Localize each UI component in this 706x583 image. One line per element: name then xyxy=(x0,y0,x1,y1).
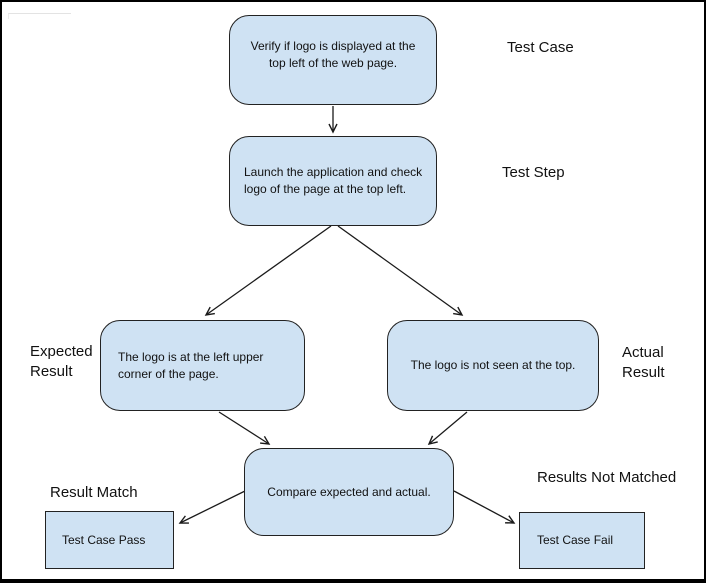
arrow-compare-to-pass xyxy=(178,490,246,524)
node-test-step: Launch the application and check logo of… xyxy=(229,136,437,226)
arrow-compare-to-fail xyxy=(453,490,516,524)
label-test-case: Test Case xyxy=(507,39,574,56)
node-compare-text: Compare expected and actual. xyxy=(267,484,431,499)
node-test-case-fail-text: Test Case Fail xyxy=(537,533,614,547)
node-expected-result: The logo is at the left upper corner of … xyxy=(100,320,305,411)
label-actual-result: Actual Result xyxy=(622,344,665,381)
label-expected-result: Expected Result xyxy=(30,343,93,380)
node-actual-result: The logo is not seen at the top. xyxy=(387,320,599,411)
node-test-case-fail: Test Case Fail xyxy=(519,512,645,569)
node-test-case-pass: Test Case Pass xyxy=(45,511,174,569)
label-results-not-matched: Results Not Matched xyxy=(537,469,677,486)
scan-artifact-line xyxy=(8,13,71,19)
label-test-step: Test Step xyxy=(502,164,565,181)
label-result-match: Result Match xyxy=(50,484,138,501)
node-test-case: Verify if logo is displayed at the top l… xyxy=(229,15,437,105)
node-compare: Compare expected and actual. xyxy=(244,448,454,536)
arrow-actual-to-compare xyxy=(427,411,468,446)
arrow-test-step-to-expected xyxy=(204,225,332,316)
node-test-step-text: Launch the application and check logo of… xyxy=(244,165,423,196)
arrow-test-step-to-actual xyxy=(337,225,464,316)
node-actual-result-text: The logo is not seen at the top. xyxy=(410,358,576,372)
arrow-expected-to-compare xyxy=(218,411,271,445)
node-test-case-text: Verify if logo is displayed at the top l… xyxy=(250,39,416,70)
node-test-case-pass-text: Test Case Pass xyxy=(62,532,146,547)
node-expected-result-text: The logo is at the left upper corner of … xyxy=(118,349,264,381)
